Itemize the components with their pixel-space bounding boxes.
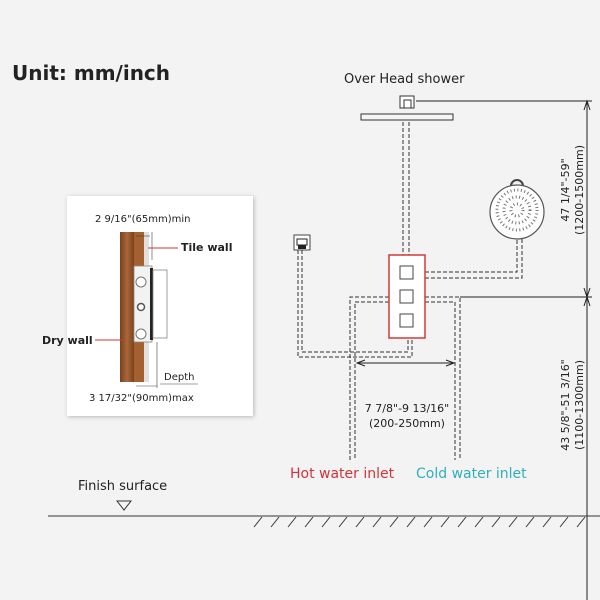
floor-hatch-mark (491, 516, 501, 528)
floor-hatch-mark (508, 516, 518, 528)
max-depth-label: 3 17/32"(90mm)max (89, 393, 194, 404)
floor-hatch-mark (270, 516, 280, 528)
floor-hatch-mark (525, 516, 535, 528)
floor-hatch-mark (440, 516, 450, 528)
lower-height-inch: 43 5/8"-51 3/16" (559, 359, 572, 450)
floor-hatch-mark (321, 516, 331, 528)
dry-wall (120, 232, 134, 382)
floor-hatch-mark (423, 516, 433, 528)
floor-hatch-mark (457, 516, 467, 528)
inlet-spacing-inch: 7 7/8"-9 13/16" (365, 402, 449, 415)
floor-hatch-mark (576, 516, 586, 528)
min-depth-label: 2 9/16"(65mm)min (95, 214, 190, 225)
floor-hatch-mark (542, 516, 552, 528)
hot-water-inlet-label: Hot water inlet (290, 466, 395, 482)
floor-hatch-mark (406, 516, 416, 528)
floor-hatch-mark (287, 516, 297, 528)
tile-wall-label: Tile wall (181, 241, 232, 254)
floor-hatch-mark (253, 516, 263, 528)
pipes (297, 122, 523, 460)
floor-hatch-mark (338, 516, 348, 528)
level-marker-icon (115, 500, 133, 511)
upper-height-inch: 47 1/4"-59" (559, 158, 572, 221)
overhead-shower-label: Over Head shower (344, 72, 465, 87)
height-dimensions (355, 99, 592, 600)
wall-depth-inset: 2 9/16"(65mm)min Tile wall Dry wall Dept… (42, 196, 253, 416)
hand-shower (489, 179, 545, 240)
cold-water-inlet-label: Cold water inlet (416, 466, 527, 482)
wall-outlet (293, 234, 311, 251)
floor-hatch-mark (474, 516, 484, 528)
inlet-spacing-mm: (200-250mm) (369, 417, 445, 430)
dry-wall-label: Dry wall (42, 334, 93, 347)
floor-hatch-mark (372, 516, 382, 528)
floor-hatch-mark (304, 516, 314, 528)
unit-label: Unit: mm/inch (12, 61, 170, 85)
floor-hatch-mark (559, 516, 569, 528)
depth-label: Depth (164, 372, 194, 383)
upper-height-mm: (1200-1500mm) (573, 145, 586, 235)
floor-hatch-mark (389, 516, 399, 528)
overhead-shower (360, 95, 454, 121)
lower-height-mm: (1100-1300mm) (573, 360, 586, 450)
finish-surface-label: Finish surface (78, 479, 167, 494)
floor-line (48, 515, 600, 528)
thermostatic-valve (388, 254, 426, 339)
floor-hatch-mark (355, 516, 365, 528)
